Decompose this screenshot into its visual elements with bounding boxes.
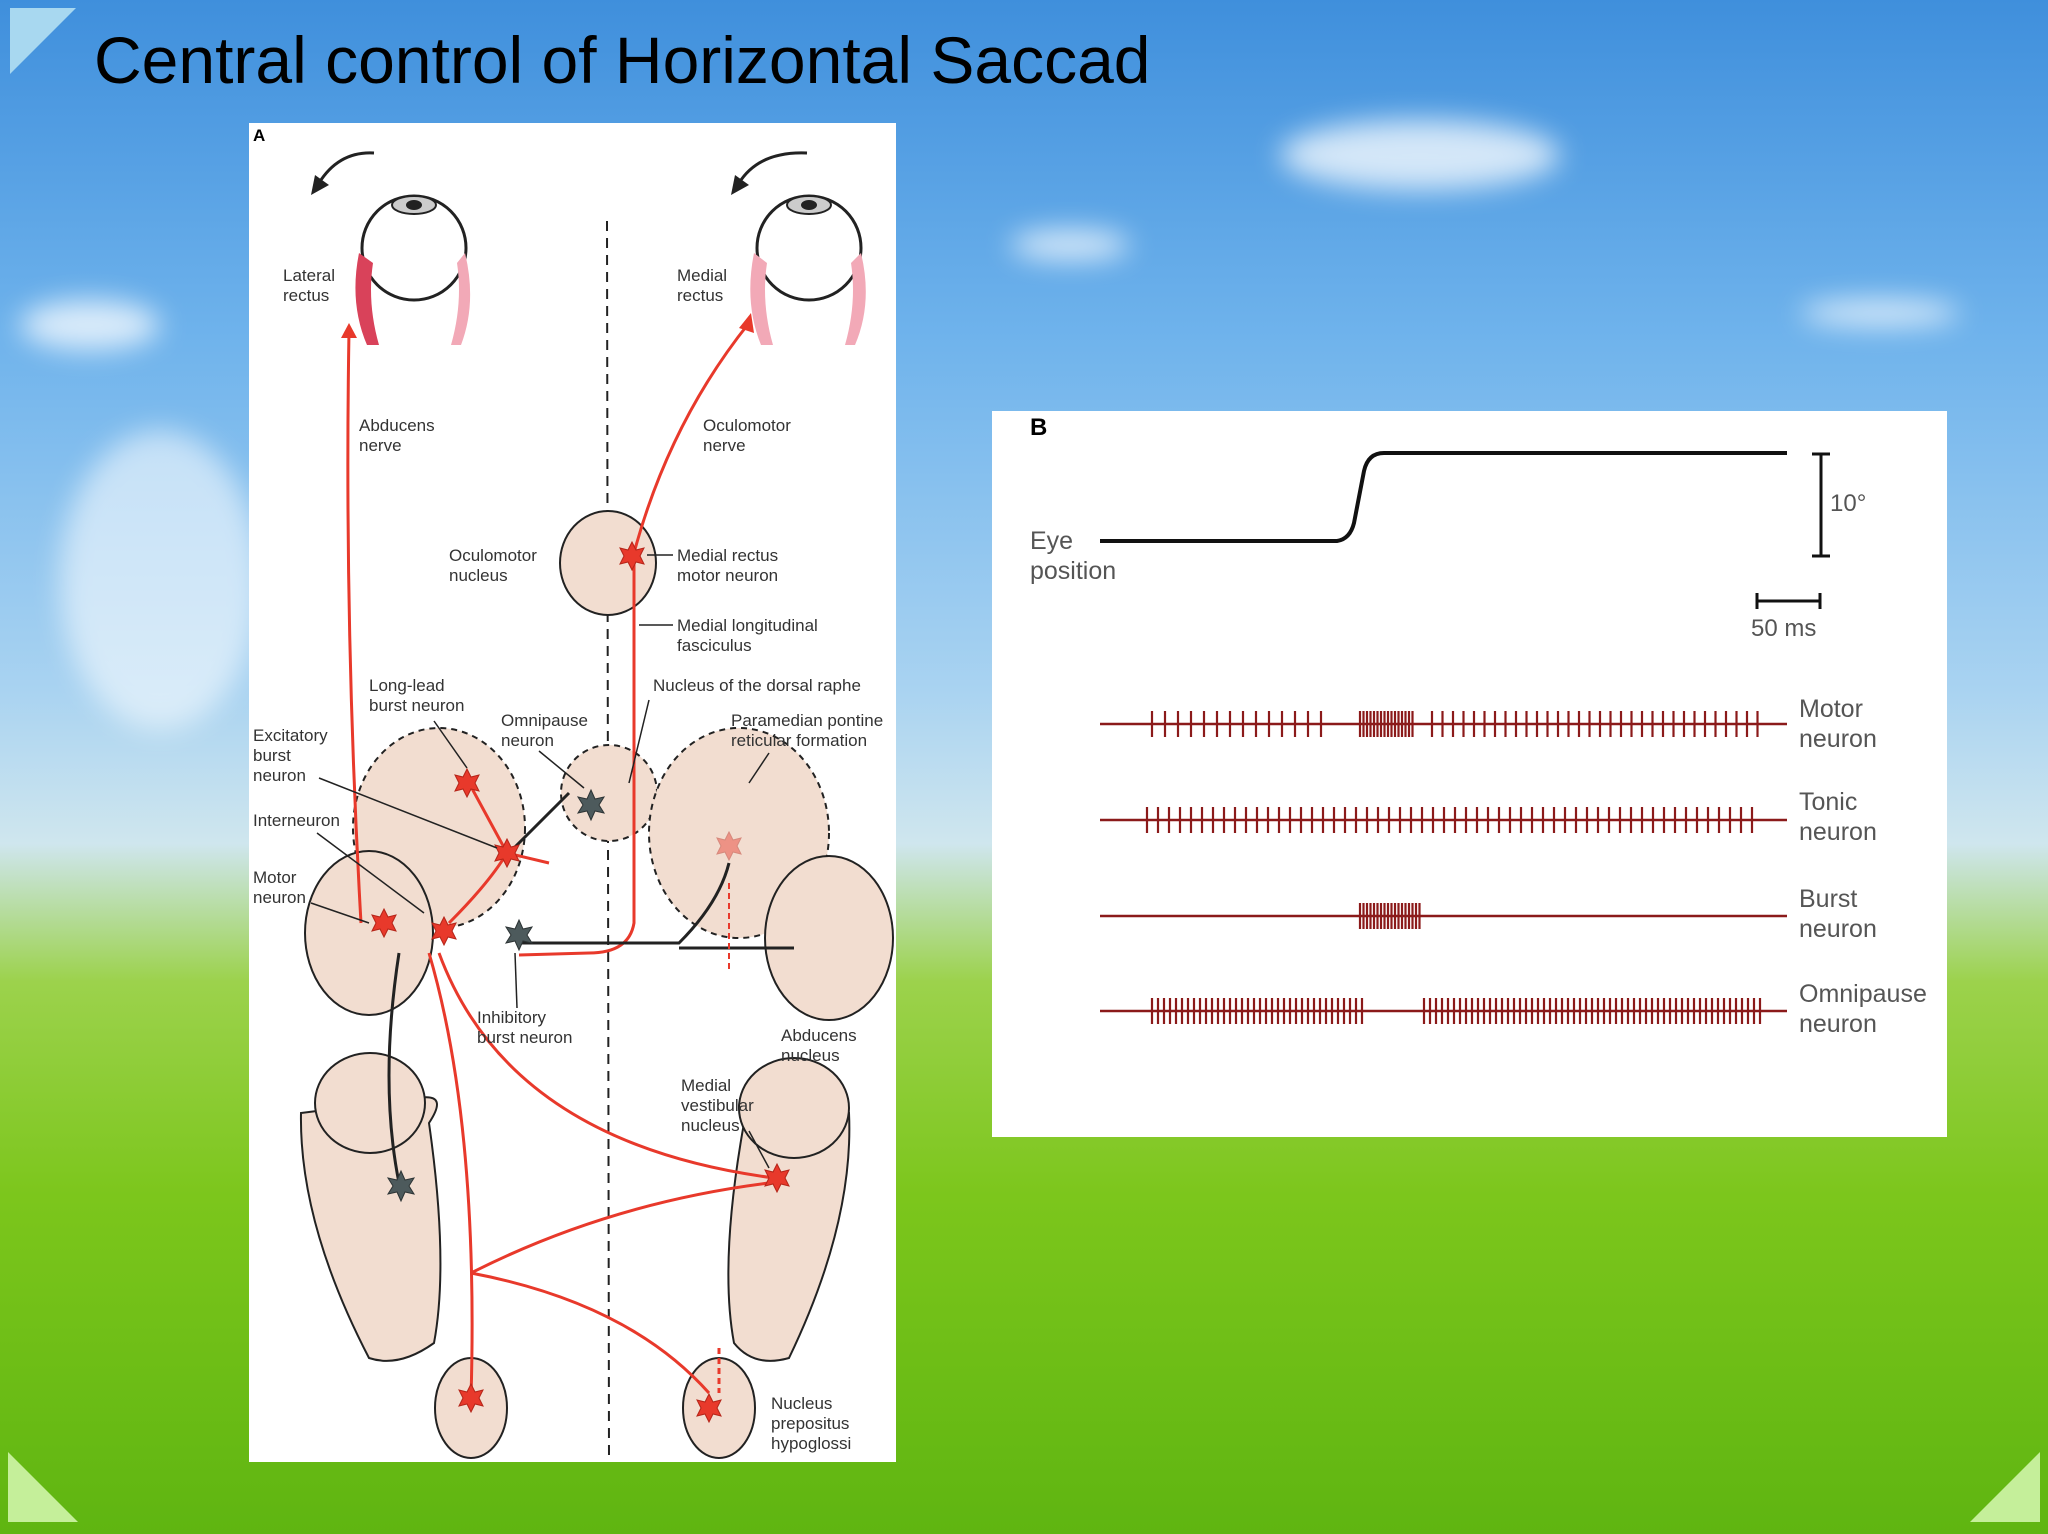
scale-bar-degrees [1812,452,1830,558]
scale-degrees-label: 10° [1830,490,1866,517]
midline [606,220,610,1463]
trace-motor-neuron [1100,711,1787,737]
right-eye [731,151,866,345]
corner-triangle-bottom-right [1970,1452,2040,1522]
eye-position-trace [1100,451,1787,543]
background-cloud [1010,230,1130,260]
tissue-regions [299,510,894,1459]
label-dorsal-raphe: Nucleus of the dorsal raphe [653,676,861,695]
trace-omnipause-neuron [1100,998,1787,1024]
pathways [341,313,794,1399]
panel-a-diagram: A [249,123,896,1463]
background-cloud [1800,300,1960,326]
label-leaders [310,554,770,1169]
trace-tonic-neuron [1100,807,1787,833]
background-cloud [60,430,260,730]
panel-a-svg: A [253,126,894,1463]
background-cloud [20,300,160,350]
inhibitory-burst-neuron-marker [505,919,533,951]
label-interneuron: Interneuron [253,811,340,830]
scale-time-label: 50 ms [1751,615,1816,642]
corner-triangle-top-left [10,8,76,74]
panel-b-letter: B [1030,414,1047,441]
corner-triangle-bottom-left [8,1452,78,1522]
slide-title: Central control of Horizontal Saccad [94,23,1151,97]
panel-a-letter: A [253,126,265,145]
trace-burst-neuron [1100,903,1787,929]
background-cloud [1280,120,1560,190]
scale-bar-time [1755,593,1822,609]
left-eye [311,151,471,345]
